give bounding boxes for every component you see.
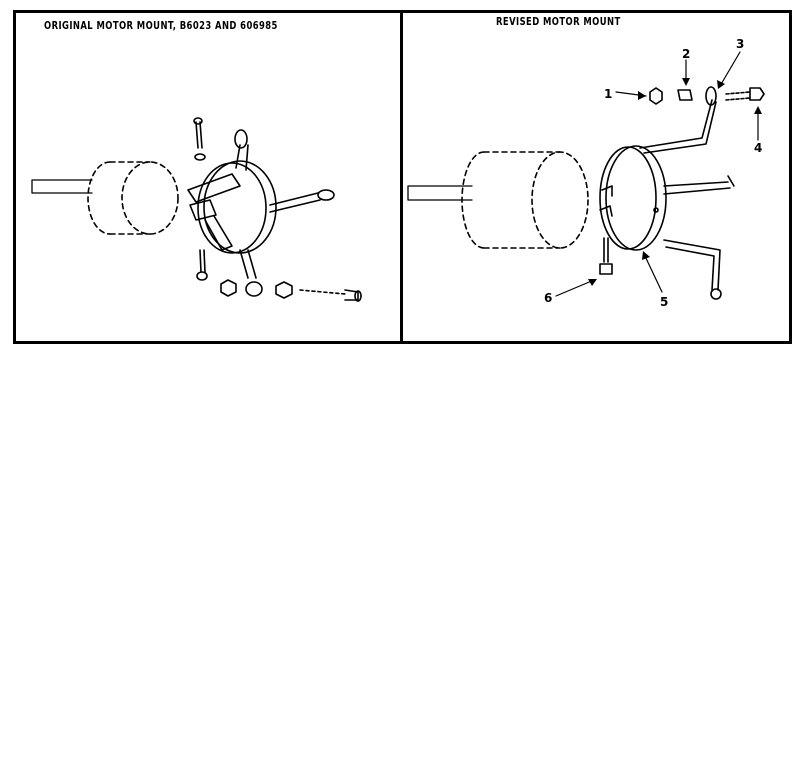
callout-2: 2 [682, 47, 690, 61]
diagram-frame [13, 10, 792, 344]
original-hardware [193, 117, 362, 302]
callout-leaders [555, 51, 759, 297]
revised-motor [407, 151, 589, 249]
original-mount-ring [187, 129, 335, 297]
revised-mount-ring [599, 86, 735, 300]
panel-divider [400, 13, 403, 341]
callout-5: 5 [660, 295, 668, 309]
revised-hardware [599, 87, 765, 275]
original-panel-title: ORIGINAL MOTOR MOUNT, B6023 AND 606985 [44, 19, 278, 32]
callout-4: 4 [754, 141, 762, 155]
original-motor [31, 161, 179, 235]
revised-panel-title: REVISED MOTOR MOUNT [496, 15, 621, 28]
callout-6: 6 [544, 291, 552, 305]
callout-arrowheads [588, 78, 762, 286]
callout-3: 3 [736, 37, 744, 51]
callout-1: 1 [604, 87, 612, 101]
